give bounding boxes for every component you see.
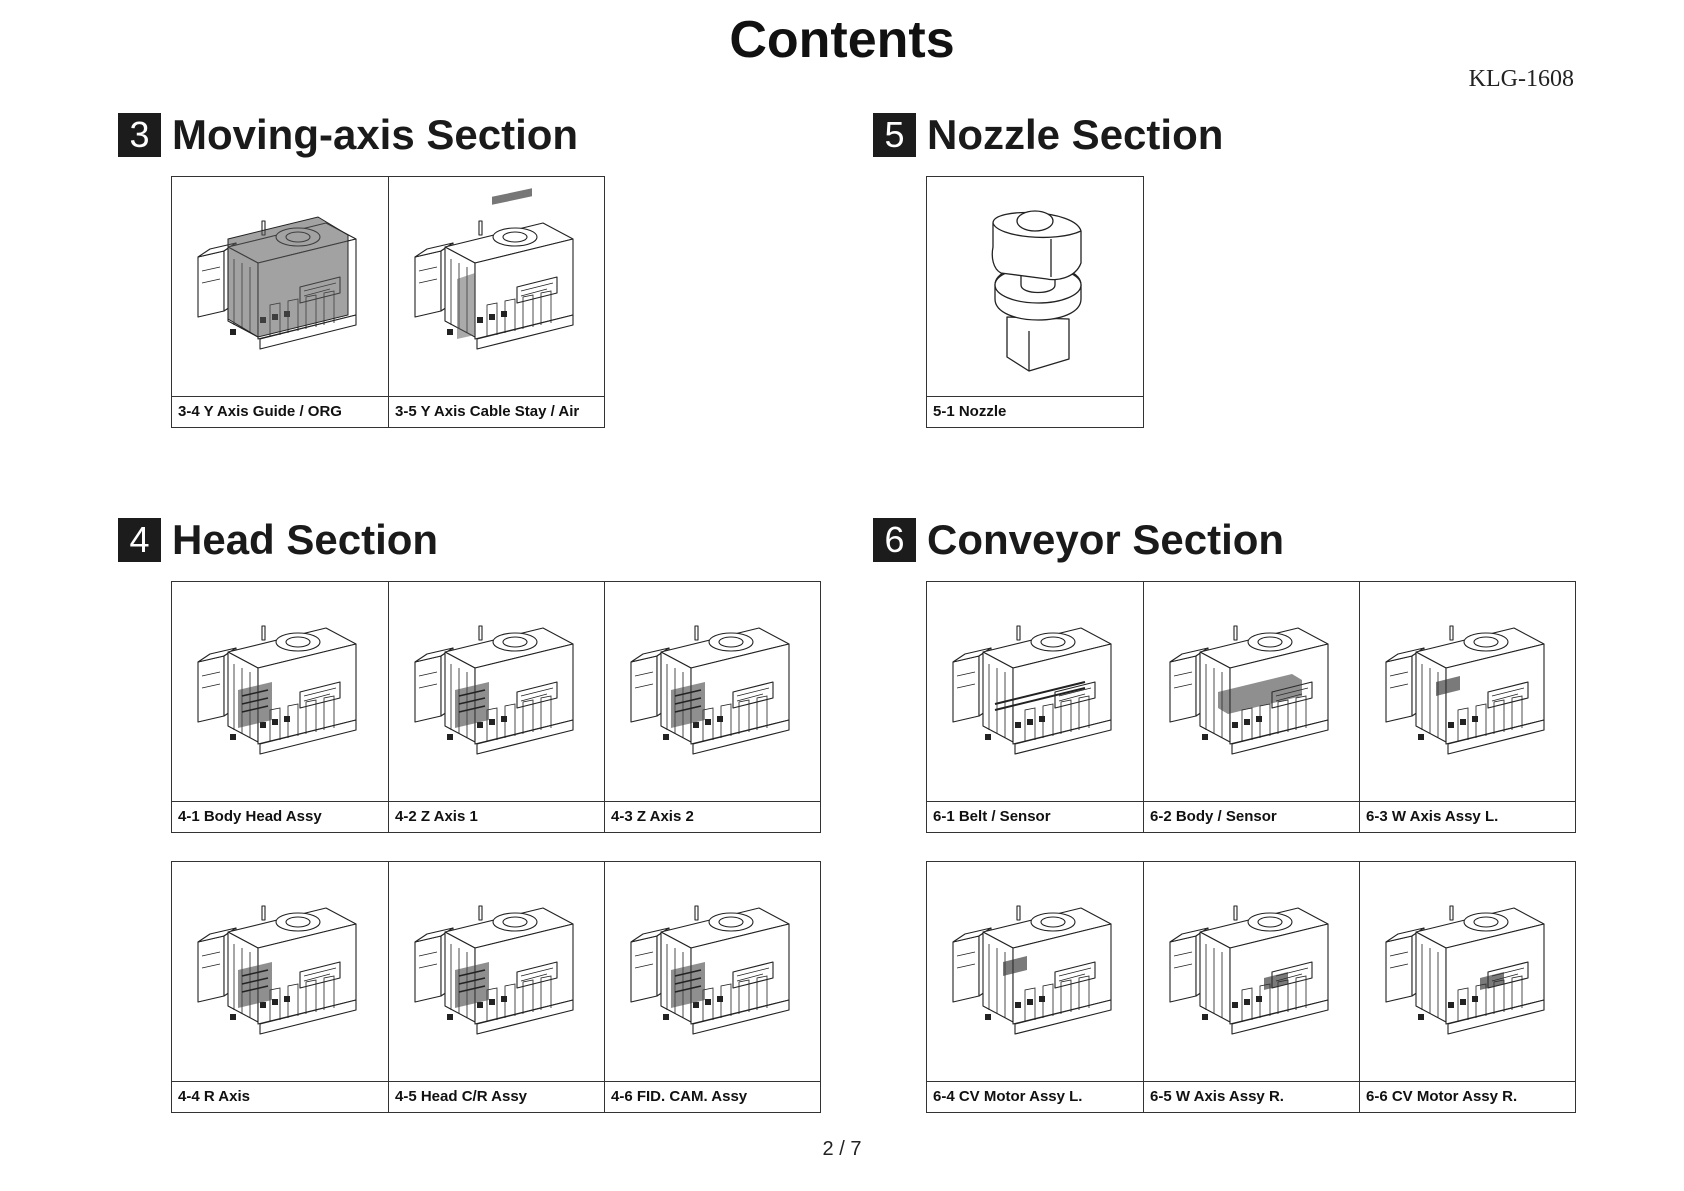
machine-illustration-icon (605, 582, 820, 801)
part-caption: 4-4 R Axis (172, 1081, 388, 1112)
parts-grid-nozzle: 5-1 Nozzle (926, 176, 1144, 428)
section-header-nozzle: 5 Nozzle Section (873, 111, 1224, 158)
parts-grid-head-row-2: 4-4 R Axis 4-5 Head C/R Assy (171, 861, 821, 1113)
parts-grid-head-row-1: 4-1 Body Head Assy 4-2 Z Axi (171, 581, 821, 833)
document-code: KLG-1608 (1468, 66, 1574, 92)
parts-grid-conveyor-row-1: 6-1 Belt / Sensor 6-2 Body / (926, 581, 1576, 833)
part-caption: 6-1 Belt / Sensor (927, 801, 1143, 832)
machine-illustration-icon (413, 904, 574, 1035)
part-caption: 6-6 CV Motor Assy R. (1360, 1081, 1575, 1112)
section-title: Conveyor Section (927, 516, 1285, 563)
section-header-conveyor: 6 Conveyor Section (873, 516, 1285, 563)
machine-illustration-icon (605, 862, 820, 1081)
section-number-badge: 6 (873, 518, 916, 562)
nozzle-illustration-icon (991, 209, 1082, 372)
part-cell[interactable]: 3-4 Y Axis Guide / ORG (172, 177, 388, 427)
section-title: Moving-axis Section (172, 111, 579, 158)
machine-illustration-icon (1144, 862, 1359, 1081)
machine-illustration-icon (1384, 904, 1545, 1035)
parts-grid-moving-axis: 3-4 Y Axis Guide / ORG 3-5 Y (171, 176, 605, 428)
part-caption: 3-4 Y Axis Guide / ORG (172, 396, 388, 427)
machine-illustration-icon (927, 862, 1143, 1081)
machine-illustration-icon (927, 582, 1143, 801)
part-caption: 6-3 W Axis Assy L. (1360, 801, 1575, 832)
machine-illustration-icon (1360, 862, 1575, 1081)
section-number-badge: 5 (873, 113, 916, 157)
part-caption: 6-2 Body / Sensor (1144, 801, 1359, 832)
part-cell[interactable]: 4-6 FID. CAM. Assy (604, 862, 820, 1112)
part-cell[interactable]: 6-6 CV Motor Assy R. (1359, 862, 1575, 1112)
section-title: Nozzle Section (927, 111, 1224, 158)
section-title: Head Section (172, 516, 439, 563)
part-cell[interactable]: 6-4 CV Motor Assy L. (927, 862, 1143, 1112)
machine-illustration-icon (389, 582, 604, 801)
part-cell[interactable]: 6-2 Body / Sensor (1143, 582, 1359, 832)
machine-illustration-icon (1144, 582, 1359, 801)
machine-illustration-icon (952, 624, 1112, 755)
machine-illustration-icon (1168, 624, 1329, 755)
machine-illustration-icon (413, 624, 574, 755)
machine-illustration-icon (389, 177, 604, 396)
part-caption: 4-3 Z Axis 2 (605, 801, 820, 832)
machine-illustration-icon (389, 862, 604, 1081)
machine-illustration-icon (629, 904, 790, 1035)
part-cell[interactable]: 6-1 Belt / Sensor (927, 582, 1143, 832)
part-cell[interactable]: 5-1 Nozzle (927, 177, 1143, 427)
nozzle-illustration-icon (927, 177, 1143, 396)
part-caption: 6-4 CV Motor Assy L. (927, 1081, 1143, 1112)
part-cell[interactable]: 6-5 W Axis Assy R. (1143, 862, 1359, 1112)
part-caption: 4-6 FID. CAM. Assy (605, 1081, 820, 1112)
machine-illustration-icon (172, 582, 388, 801)
parts-grid-conveyor-row-2: 6-4 CV Motor Assy L. 6-5 W A (926, 861, 1576, 1113)
part-caption: 4-2 Z Axis 1 (389, 801, 604, 832)
machine-illustration-icon (1360, 582, 1575, 801)
part-caption: 4-5 Head C/R Assy (389, 1081, 604, 1112)
machine-illustration-icon (1168, 904, 1329, 1035)
machine-illustration-icon (1384, 624, 1545, 755)
page-number: 2 / 7 (822, 1138, 862, 1160)
section-header-head: 4 Head Section (118, 516, 439, 563)
machine-illustration-icon (413, 187, 574, 350)
part-cell[interactable]: 4-4 R Axis (172, 862, 388, 1112)
machine-illustration-icon (197, 624, 357, 755)
machine-illustration-icon (629, 624, 790, 755)
part-cell[interactable]: 3-5 Y Axis Cable Stay / Air (388, 177, 604, 427)
page-title: Contents (729, 11, 955, 69)
part-cell[interactable]: 4-5 Head C/R Assy (388, 862, 604, 1112)
part-caption: 3-5 Y Axis Cable Stay / Air (389, 396, 604, 427)
part-caption: 6-5 W Axis Assy R. (1144, 1081, 1359, 1112)
section-number-badge: 4 (118, 518, 161, 562)
machine-illustration-icon (172, 862, 388, 1081)
part-caption: 4-1 Body Head Assy (172, 801, 388, 832)
part-cell[interactable]: 4-3 Z Axis 2 (604, 582, 820, 832)
machine-illustration-icon (197, 904, 357, 1035)
machine-illustration-icon (952, 904, 1112, 1035)
part-cell[interactable]: 6-3 W Axis Assy L. (1359, 582, 1575, 832)
section-header-moving-axis: 3 Moving-axis Section (118, 111, 579, 158)
part-cell[interactable]: 4-1 Body Head Assy (172, 582, 388, 832)
section-number-badge: 3 (118, 113, 161, 157)
part-cell[interactable]: 4-2 Z Axis 1 (388, 582, 604, 832)
part-caption: 5-1 Nozzle (927, 396, 1143, 427)
machine-illustration-icon (197, 215, 357, 350)
machine-illustration-icon (172, 177, 388, 396)
